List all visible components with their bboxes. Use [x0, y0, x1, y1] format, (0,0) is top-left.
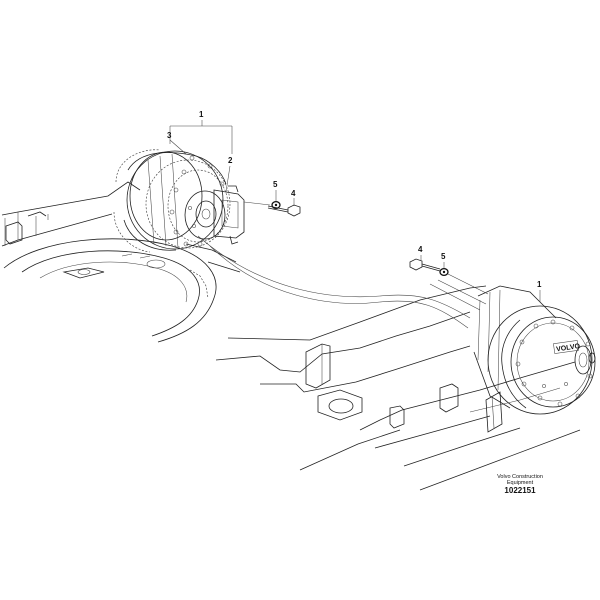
drawing-number: 1022151	[504, 486, 536, 495]
right-bolt-axis	[447, 273, 489, 295]
callout-4-right-bolt: 4	[418, 245, 423, 254]
callout-leaders	[169, 120, 541, 302]
left-bolt-axis	[243, 201, 271, 206]
credit-company-line-1: Volvo Construction	[497, 474, 543, 480]
credit-company-line-2: Equipment	[507, 480, 534, 486]
left-travel-motor	[113, 149, 245, 253]
callout-2-left-subassembly: 2	[228, 156, 233, 165]
callout-3-left-motor: 3	[167, 131, 172, 140]
left-bolt	[267, 204, 301, 217]
callout-1-left-assembly: 1	[199, 110, 204, 119]
cover-bolts	[515, 319, 593, 407]
right-bolt	[409, 258, 441, 272]
housing-bolts	[169, 155, 225, 247]
callout-4-left-bolt: 4	[291, 189, 296, 198]
callout-5-left-washer: 5	[273, 180, 278, 189]
callout-5-right-washer: 5	[441, 252, 446, 261]
right-washer	[439, 267, 449, 277]
manufacturer-nameplate: VOLVO	[556, 343, 581, 353]
credit-block: Volvo Construction Equipment 1022151	[497, 474, 543, 495]
undercarriage-frame	[1, 181, 581, 491]
slewing-ring	[3, 238, 217, 343]
callout-1-right-motor: 1	[537, 280, 542, 289]
left-washer	[271, 200, 281, 210]
right-travel-motor: VOLVO	[473, 285, 596, 415]
